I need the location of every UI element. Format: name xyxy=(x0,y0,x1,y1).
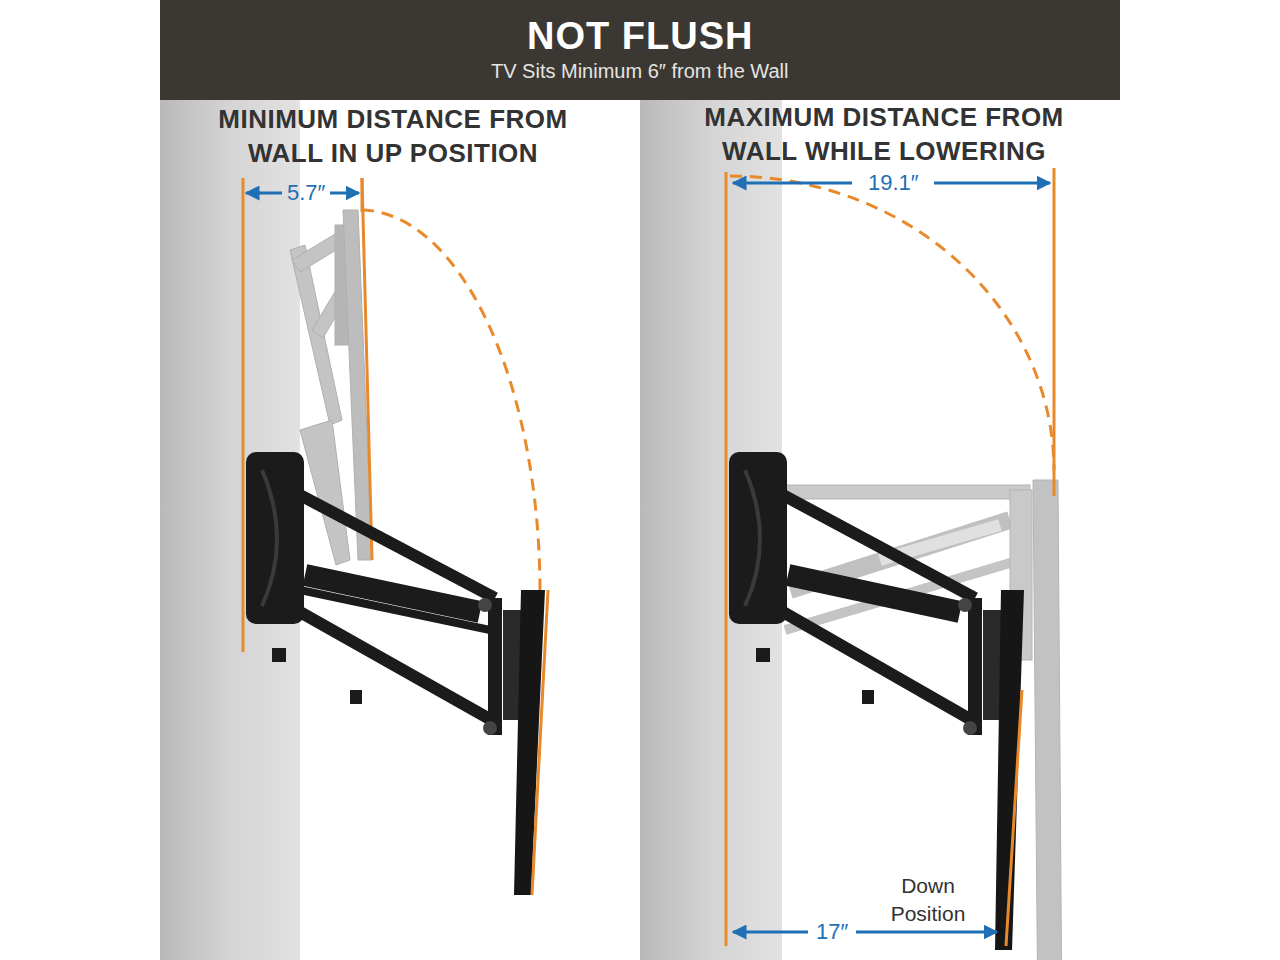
swing-arc xyxy=(730,176,1054,470)
dimension-label: 5.7″ xyxy=(287,180,325,206)
wall-right xyxy=(640,100,782,960)
panel-heading: MINIMUM DISTANCE FROM WALL IN UP POSITIO… xyxy=(183,102,603,170)
position-note: Down Position xyxy=(878,872,978,928)
tv-top-line xyxy=(361,178,364,212)
dimension-arrow xyxy=(856,931,997,934)
header-title: NOT FLUSH xyxy=(527,13,753,59)
tv-front-line xyxy=(532,590,548,895)
dimension-label: 17″ xyxy=(816,919,848,945)
dimension-arrow xyxy=(733,931,808,934)
swing-arc xyxy=(362,210,540,592)
panel-heading: MAXIMUM DISTANCE FROM WALL WHILE LOWERIN… xyxy=(669,100,1099,168)
header-bar xyxy=(160,0,1120,100)
ghost-extended-mount xyxy=(780,480,1062,960)
wall-line xyxy=(725,172,728,946)
dimension-arrow xyxy=(733,182,852,185)
dimension-arrow xyxy=(934,182,1050,185)
wall-line xyxy=(242,178,245,652)
header-subtitle: TV Sits Minimum 6″ from the Wall xyxy=(491,59,789,83)
dimension-label: 19.1″ xyxy=(868,170,919,196)
mount-down xyxy=(729,452,1024,950)
tv-front-line xyxy=(1006,690,1022,946)
mount-down xyxy=(246,452,545,895)
dimension-arrow xyxy=(246,192,282,195)
tv-front-line xyxy=(362,178,372,560)
dimension-arrow xyxy=(330,192,359,195)
